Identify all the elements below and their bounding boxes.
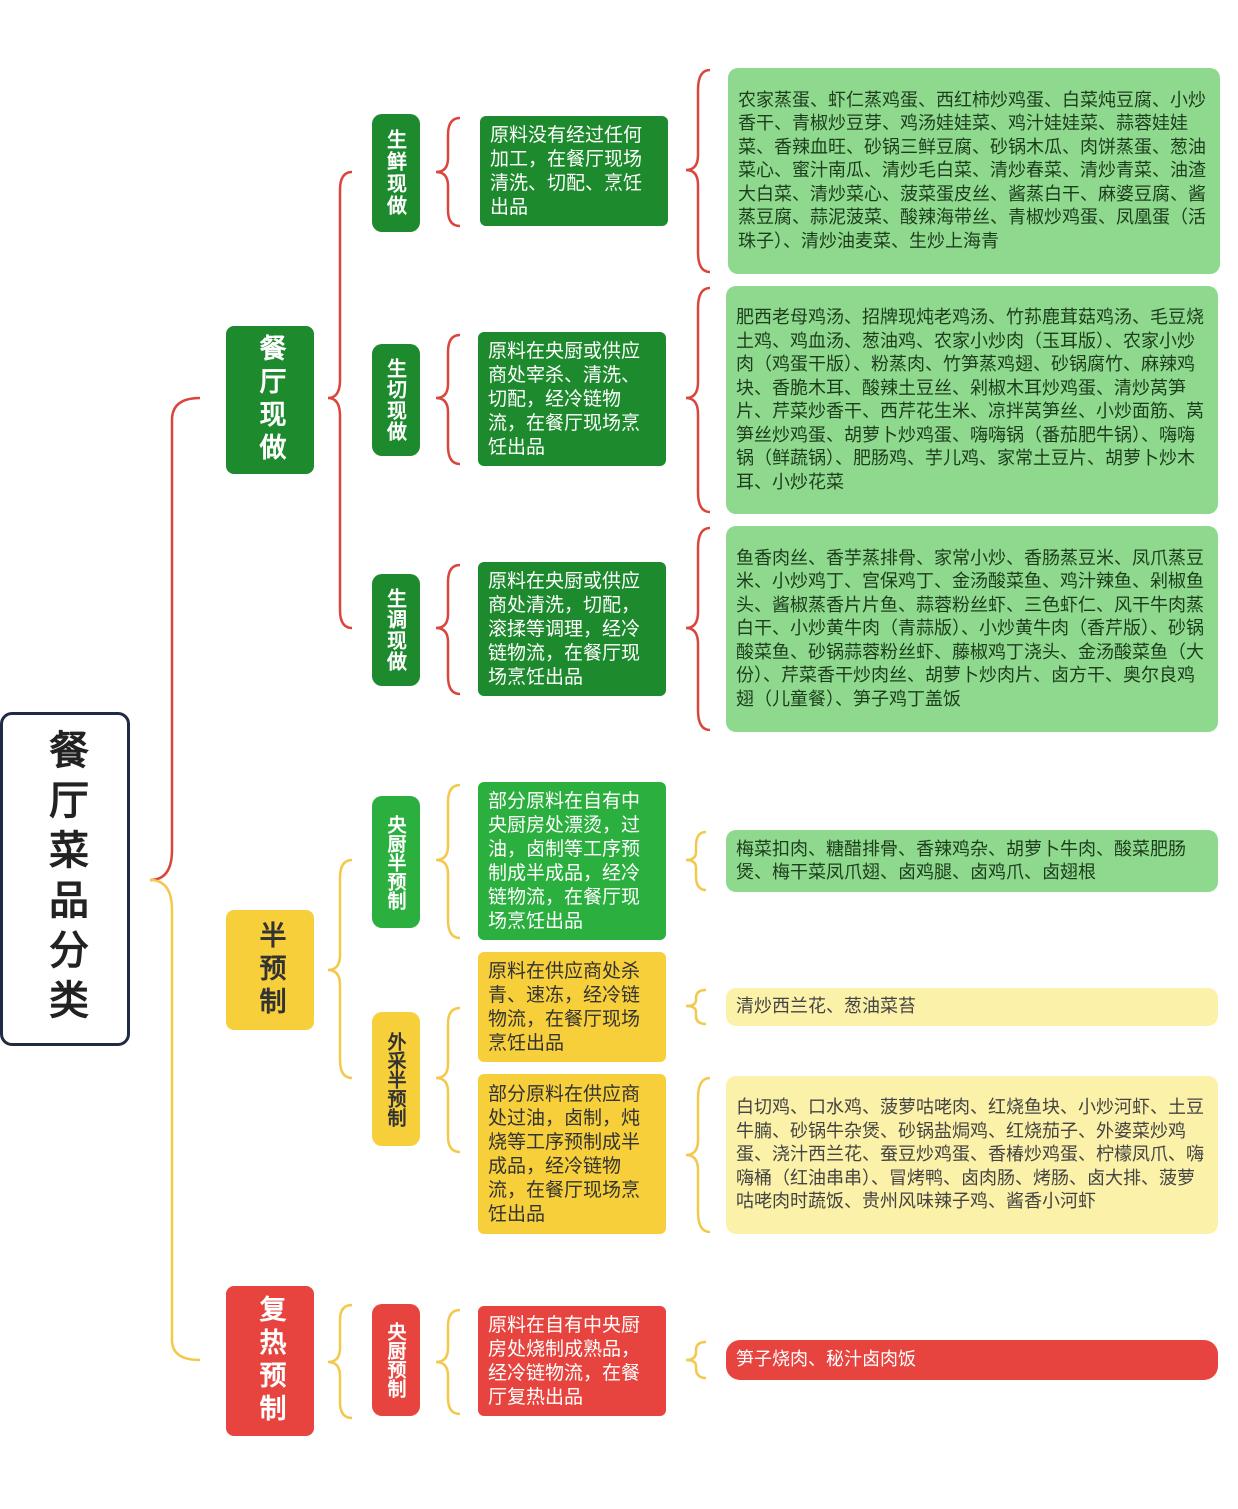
sub-label: 央厨半预制 xyxy=(384,814,407,910)
sub-fresh-made: 生鲜现做 xyxy=(372,114,420,232)
dish-list-text: 笋子烧肉、秘汁卤肉饭 xyxy=(736,1349,916,1371)
sub4-bracket xyxy=(435,783,461,940)
desc-external-semi-2: 部分原料在供应商处过油，卤制，炖烧等工序预制成半成品，经冷链物流，在餐厅现场烹饪… xyxy=(478,1074,666,1234)
root-label: 餐厅菜品分类 xyxy=(42,729,88,1029)
desc2-bracket xyxy=(685,286,711,514)
cat3-bracket xyxy=(327,1303,353,1420)
desc-text: 部分原料在供应商处过油，卤制，炖烧等工序预制成半成品，经冷链物流，在餐厅现场烹饪… xyxy=(488,1083,641,1225)
sub3-bracket xyxy=(435,563,461,696)
sub-label: 外采半预制 xyxy=(384,1031,407,1127)
desc-text: 原料在央厨或供应商处宰杀、清洗、切配，经冷链物流，在餐厅现场烹饪出品 xyxy=(488,340,641,458)
desc-text: 部分原料在自有中央厨房处漂烫，过油，卤制等工序预制成半成品，经冷链物流，在餐厅现… xyxy=(488,790,641,932)
dishes-seasoned-made: 鱼香肉丝、香芋蒸排骨、家常小炒、香肠蒸豆米、凤爪蒸豆米、小炒鸡丁、宫保鸡丁、金汤… xyxy=(726,526,1218,732)
cat2-bracket xyxy=(327,858,353,1080)
sub-seasoned-made: 生调现做 xyxy=(372,574,420,686)
sub-label: 生切现做 xyxy=(383,358,408,442)
dishes-cut-made: 肥西老母鸡汤、招牌现炖老鸡汤、竹荪鹿茸菇鸡汤、毛豆烧土鸡、鸡血汤、葱油鸡、农家小… xyxy=(726,286,1218,514)
sub2-bracket xyxy=(435,333,461,466)
dish-list-text: 鱼香肉丝、香芋蒸排骨、家常小炒、香肠蒸豆米、凤爪蒸豆米、小炒鸡丁、宫保鸡丁、金汤… xyxy=(736,547,1204,710)
dishes-central-prepared: 笋子烧肉、秘汁卤肉饭 xyxy=(726,1340,1218,1380)
cat1-bracket xyxy=(327,170,353,630)
desc3-bracket xyxy=(685,526,711,732)
dish-list-text: 梅菜扣肉、糖醋排骨、香辣鸡杂、胡萝卜牛肉、酸菜肥肠煲、梅干菜凤爪翅、卤鸡腿、卤鸡… xyxy=(736,838,1186,884)
category-label: 餐厅现做 xyxy=(254,334,286,466)
sub-label: 生调现做 xyxy=(383,588,408,672)
category-semi-prepared: 半预制 xyxy=(226,910,314,1030)
dish-list-text: 肥西老母鸡汤、招牌现炖老鸡汤、竹荪鹿茸菇鸡汤、毛豆烧土鸡、鸡血汤、葱油鸡、农家小… xyxy=(736,307,1204,493)
desc1-bracket xyxy=(685,68,711,274)
desc4-bracket xyxy=(685,830,707,892)
dishes-central-semi: 梅菜扣肉、糖醋排骨、香辣鸡杂、胡萝卜牛肉、酸菜肥肠煲、梅干菜凤爪翅、卤鸡腿、卤鸡… xyxy=(726,830,1218,892)
desc6-bracket xyxy=(685,1076,711,1234)
desc-text: 原料没有经过任何加工，在餐厅现场清洗、切配、烹饪出品 xyxy=(490,124,643,218)
desc-text: 原料在自有中央厨房处烧制成熟品，经冷链物流，在餐厅复热出品 xyxy=(488,1314,641,1408)
desc-cut-made: 原料在央厨或供应商处宰杀、清洗、切配，经冷链物流，在餐厅现场烹饪出品 xyxy=(478,332,666,466)
sub-label: 生鲜现做 xyxy=(383,129,408,217)
desc-external-semi-1: 原料在供应商处杀青、速冻，经冷链物流，在餐厅现场烹饪出品 xyxy=(478,952,666,1062)
dish-list-text: 清炒西兰花、葱油菜苔 xyxy=(736,996,916,1018)
category-label: 复热预制 xyxy=(254,1295,286,1427)
desc-central-semi: 部分原料在自有中央厨房处漂烫，过油，卤制等工序预制成半成品，经冷链物流，在餐厅现… xyxy=(478,782,666,940)
dish-list-text: 农家蒸蛋、虾仁蒸鸡蛋、西红柿炒鸡蛋、白菜炖豆腐、小炒香干、青椒炒豆芽、鸡汤娃娃菜… xyxy=(738,89,1206,252)
category-restaurant-made: 餐厅现做 xyxy=(226,326,314,474)
desc7-bracket xyxy=(685,1340,707,1380)
sub6-bracket xyxy=(435,1308,461,1416)
sub-label: 央厨预制 xyxy=(384,1322,407,1398)
desc5-bracket xyxy=(685,988,707,1026)
sub-external-semi: 外采半预制 xyxy=(372,1012,420,1146)
sub5-bracket xyxy=(435,1006,461,1154)
root-bracket-yellow xyxy=(149,878,201,1362)
dishes-external-semi-2: 白切鸡、口水鸡、菠萝咕咾肉、红烧鱼块、小炒河虾、土豆牛腩、砂锅牛杂煲、砂锅盐焗鸡… xyxy=(726,1076,1218,1234)
sub-cut-made: 生切现做 xyxy=(372,344,420,456)
dish-list-text: 白切鸡、口水鸡、菠萝咕咾肉、红烧鱼块、小炒河虾、土豆牛腩、砂锅牛杂煲、砂锅盐焗鸡… xyxy=(736,1097,1204,1213)
sub-central-prepared: 央厨预制 xyxy=(372,1304,420,1416)
desc-seasoned-made: 原料在央厨或供应商处清洗，切配，滚揉等调理，经冷链物流，在餐厅现场烹饪出品 xyxy=(478,562,666,696)
desc-text: 原料在供应商处杀青、速冻，经冷链物流，在餐厅现场烹饪出品 xyxy=(488,960,641,1054)
category-reheat-prepared: 复热预制 xyxy=(226,1286,314,1436)
root-node: 餐厅菜品分类 xyxy=(0,712,130,1046)
root-bracket-red xyxy=(149,396,201,882)
desc-text: 原料在央厨或供应商处清洗，切配，滚揉等调理，经冷链物流，在餐厅现场烹饪出品 xyxy=(488,570,641,688)
category-label: 半预制 xyxy=(254,920,286,1020)
sub-central-semi: 央厨半预制 xyxy=(372,796,420,928)
dishes-external-semi-1: 清炒西兰花、葱油菜苔 xyxy=(726,988,1218,1026)
desc-fresh-made: 原料没有经过任何加工，在餐厅现场清洗、切配、烹饪出品 xyxy=(480,116,668,226)
dishes-fresh-made: 农家蒸蛋、虾仁蒸鸡蛋、西红柿炒鸡蛋、白菜炖豆腐、小炒香干、青椒炒豆芽、鸡汤娃娃菜… xyxy=(728,68,1220,274)
desc-central-prepared: 原料在自有中央厨房处烧制成熟品，经冷链物流，在餐厅复热出品 xyxy=(478,1306,666,1416)
sub1-bracket xyxy=(435,116,461,228)
